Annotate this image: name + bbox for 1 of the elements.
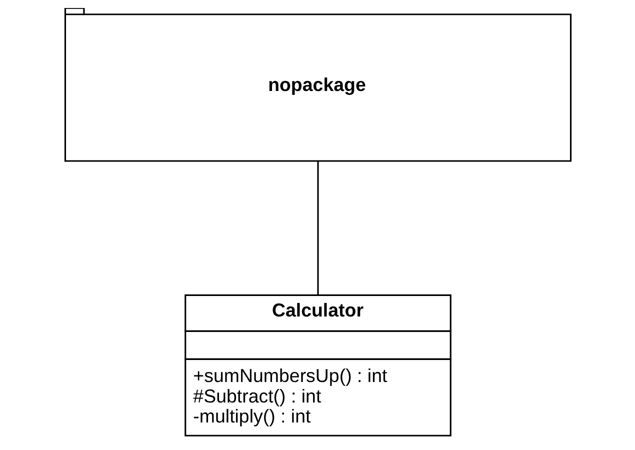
connector	[316, 161, 318, 296]
